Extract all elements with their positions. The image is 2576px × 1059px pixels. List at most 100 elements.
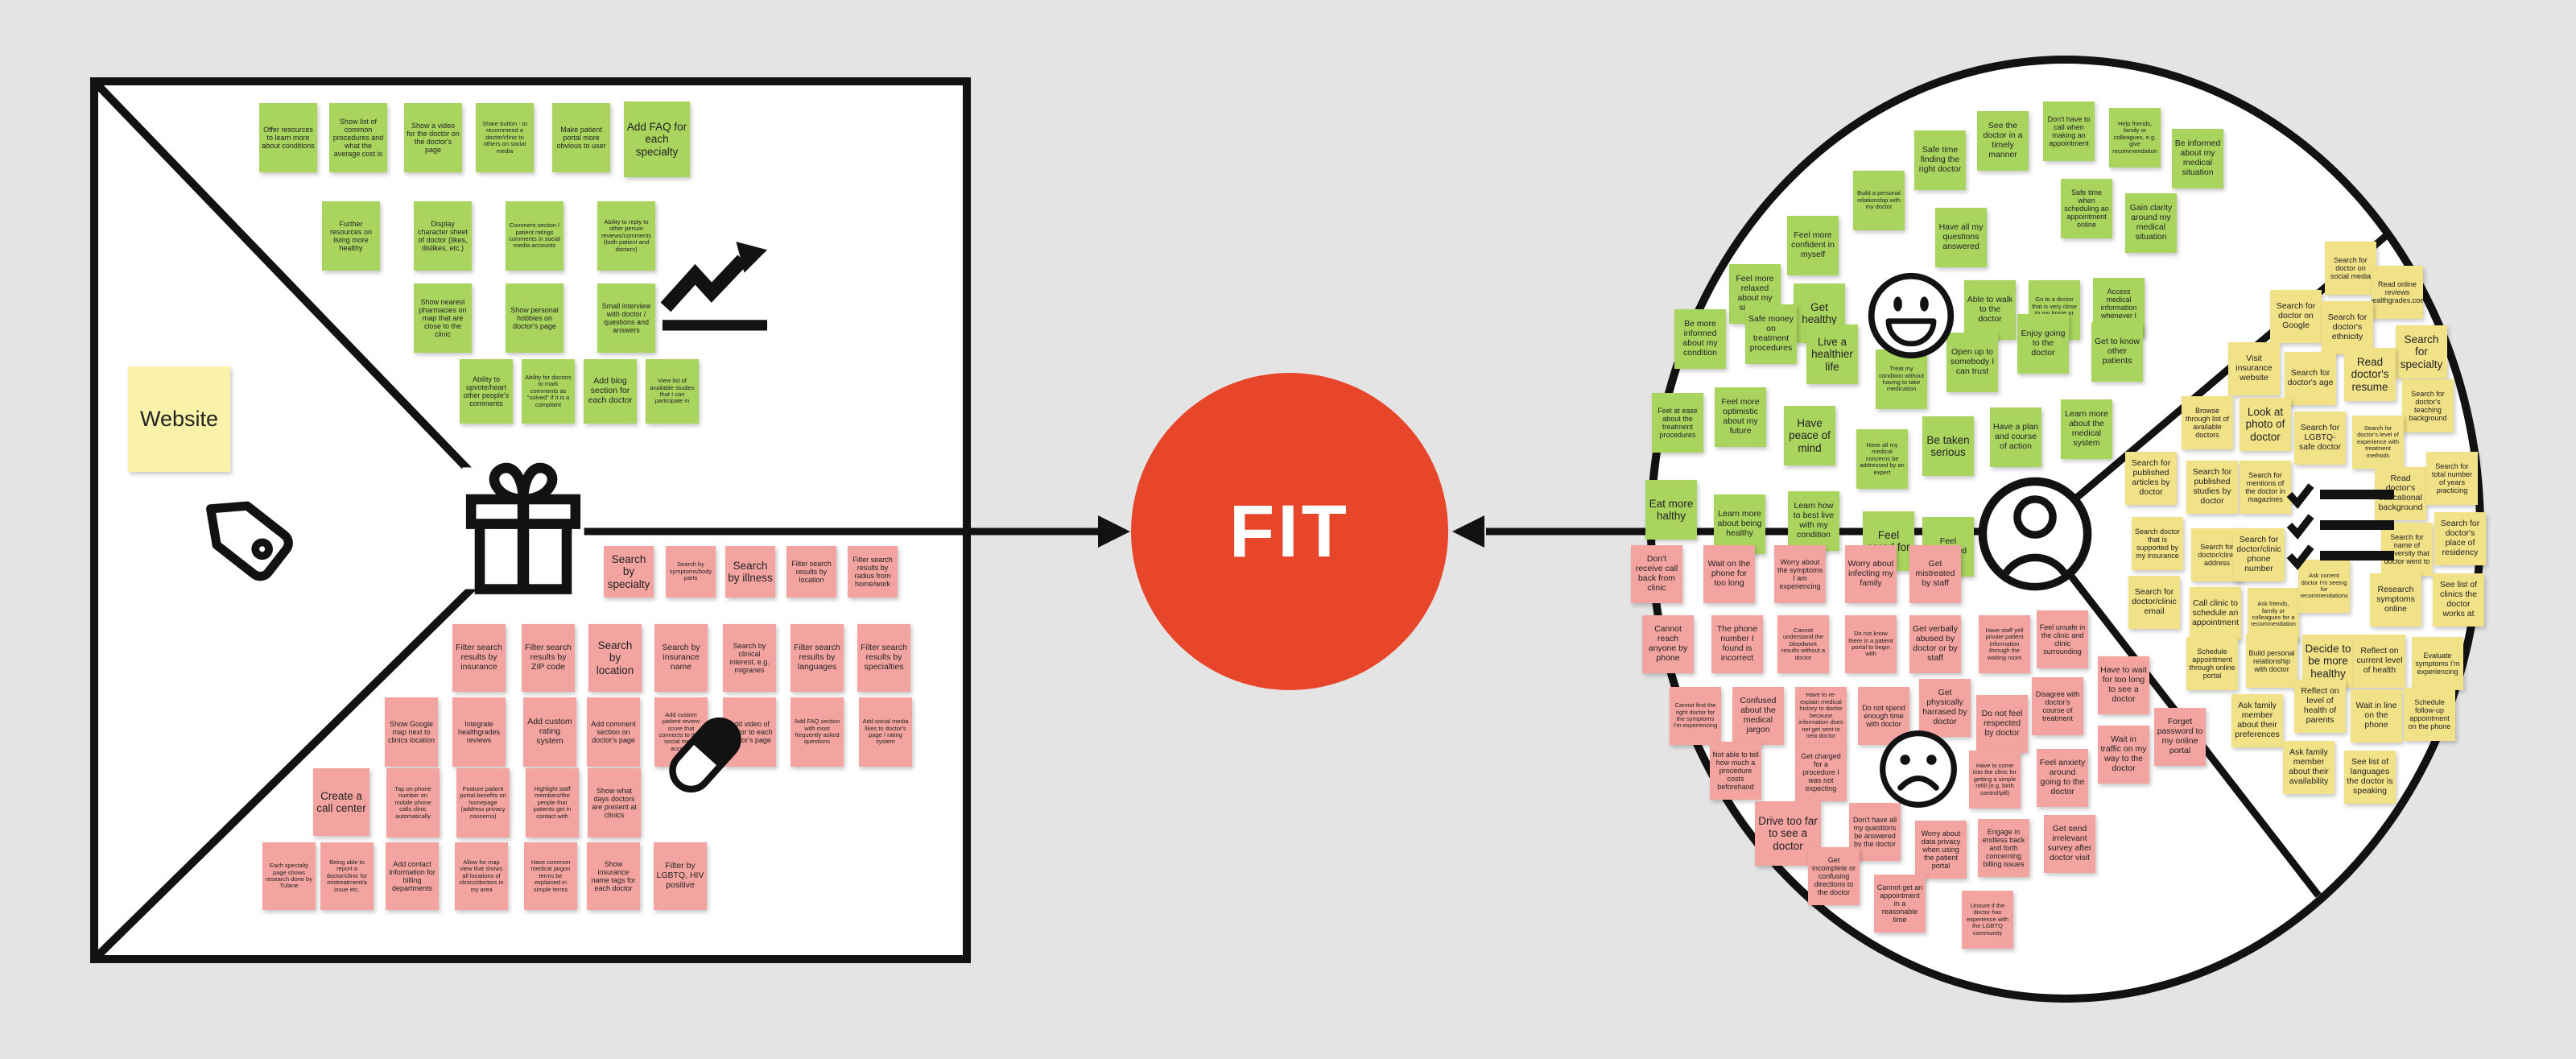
customer-gain-note[interactable]: Learn more about the medical system (2061, 399, 2112, 459)
value-map-pain-reliever-note[interactable]: Tap on phone number on mobile phone call… (386, 768, 440, 838)
customer-pain-note[interactable]: Unsure if the doctor has experience with… (1962, 891, 2013, 949)
customer-job-note[interactable]: Research symptoms online (2370, 573, 2421, 627)
customer-gain-note[interactable]: Build a personal relationship with my do… (1853, 171, 1905, 230)
customer-job-note[interactable]: Visit insurance website (2228, 342, 2280, 395)
value-map-pain-reliever-note[interactable]: Search by illness (725, 546, 775, 598)
customer-gain-note[interactable]: Safe time when scheduling an appointment… (2061, 179, 2112, 238)
customer-job-note[interactable]: Search doctor that is supported by my in… (2132, 517, 2183, 570)
customer-job-note[interactable]: Search for doctor/clinic phone number (2233, 528, 2285, 581)
customer-gain-note[interactable]: Have all my questions answered (1935, 208, 1987, 267)
customer-job-note[interactable]: Reflect on current level of health (2354, 635, 2405, 688)
customer-pain-note[interactable]: Don't receive call back from clinic (1631, 545, 1682, 603)
customer-pain-note[interactable]: Get charged for a procedure I was not ex… (1795, 743, 1847, 801)
smiley-face-icon[interactable] (1864, 269, 1958, 362)
customer-gain-note[interactable]: Safe time finding the right doctor (1914, 130, 1966, 190)
value-map-gain-creator-note[interactable]: Share button - to recommend a doctor/cli… (476, 103, 534, 172)
customer-job-note[interactable]: Schedule follow-up appointment on the ph… (2404, 688, 2455, 741)
customer-pain-note[interactable]: Get mistreated by staff (1909, 545, 1961, 603)
customer-gain-note[interactable]: Eat more halthy (1645, 480, 1697, 540)
customer-job-note[interactable]: Ask friends, family or colleagues for a … (2248, 588, 2299, 641)
customer-gain-note[interactable]: Safe money on treatment procedures (1745, 304, 1797, 364)
value-map-gain-creator-note[interactable]: Ability for doctors to mark comments as … (522, 359, 575, 424)
customer-job-note[interactable]: Search for mentions of the doctor in mag… (2240, 461, 2291, 514)
customer-gain-note[interactable]: Enjoy going to the doctor (2017, 314, 2069, 374)
customer-job-note[interactable]: Read doctor's resume (2344, 348, 2396, 401)
customer-pain-note[interactable]: Do not know there is a patient portal to… (1845, 615, 1897, 673)
customer-pain-note[interactable]: Get send irrelevant survey after doctor … (2044, 815, 2095, 873)
value-map-gain-creator-note[interactable]: Further resources on living more healthy (322, 201, 380, 271)
customer-pain-note[interactable]: Do not feel respected by doctor (1976, 695, 2028, 753)
customer-pain-note[interactable]: Feel anxiety around going to the doctor (2037, 749, 2088, 807)
gift-icon[interactable] (451, 456, 596, 601)
customer-pain-note[interactable]: Confused about the medical jargon (1732, 687, 1784, 745)
customer-gain-note[interactable]: Have peace of mind (1784, 406, 1835, 465)
value-map-gain-creator-note[interactable]: Show nearest pharmacies on map that are … (414, 283, 472, 353)
customer-job-note[interactable]: Search for doctor's teaching background (2402, 379, 2454, 432)
pill-icon[interactable] (665, 709, 745, 801)
customer-job-note[interactable]: Search for name of university that docto… (2381, 523, 2433, 576)
customer-job-note[interactable]: Search for doctor/clinic email (2128, 576, 2180, 629)
customer-pain-note[interactable]: Have to re-explain medical history to do… (1795, 687, 1847, 745)
value-map-gain-creator-note[interactable]: Comment section / patient ratings commen… (506, 201, 564, 271)
customer-pain-note[interactable]: Feel unsafe in the clinic and clinic sur… (2037, 610, 2088, 668)
value-map-pain-reliever-note[interactable]: Each specialty page shows research done … (262, 842, 316, 910)
customer-pain-note[interactable]: The phone number I found is incorrect (1711, 615, 1763, 673)
customer-pain-note[interactable]: Have staff yell private patient informat… (1979, 615, 2030, 673)
customer-pain-note[interactable]: Cannot reach anyone by phone (1642, 615, 1694, 673)
customer-job-note[interactable]: Search for total number of years practic… (2426, 452, 2478, 505)
customer-pain-note[interactable]: Worry about infecting my family (1845, 545, 1897, 603)
customer-job-note[interactable]: Search for specialty (2396, 325, 2447, 379)
customer-pain-note[interactable]: Forget password to my online portal (2154, 708, 2206, 766)
customer-gain-note[interactable]: Have all my medical concerns be addresse… (1856, 429, 1908, 489)
customer-job-note[interactable]: Look at photo of doctor (2240, 398, 2291, 451)
value-map-pain-reliever-note[interactable]: Filter search results by specialties (857, 624, 910, 692)
value-map-gain-creator-note[interactable]: Show personal hobbies on doctor's page (506, 283, 564, 353)
value-map-pain-reliever-note[interactable]: Search by location (588, 624, 642, 692)
customer-gain-note[interactable]: Open up to somebody I can trust (1946, 333, 1998, 392)
customer-job-note[interactable]: Search for published articles by doctor (2125, 452, 2177, 505)
customer-job-note[interactable]: Reflect on level of health of parents (2294, 680, 2346, 733)
customer-job-note[interactable]: See list of clinics the doctor works at (2433, 573, 2484, 627)
customer-job-note[interactable]: Ask family member about their preference… (2231, 694, 2283, 747)
value-map-gain-creator-note[interactable]: Show a video for the doctor on the docto… (404, 103, 462, 172)
customer-job-note[interactable]: Read online reviews (healthgrades.com) (2372, 266, 2423, 319)
customer-pain-note[interactable]: Cannot understand the bloodwork results … (1777, 615, 1829, 673)
customer-job-note[interactable]: Search for doctor's level of experience … (2352, 416, 2404, 469)
customer-job-note[interactable]: Browse through list of available doctors (2182, 396, 2233, 449)
value-map-pain-reliever-note[interactable]: Add FAQ section with most frequently ask… (791, 697, 844, 767)
value-map-pain-reliever-note[interactable]: Filter by LGBTQ, HIV positive (654, 842, 707, 910)
value-map-gain-creator-note[interactable]: Display character sheet of doctor (likes… (414, 201, 472, 271)
customer-job-note[interactable]: See list of languages the doctor is spea… (2344, 751, 2396, 804)
customer-gain-note[interactable]: Gain clarity around my medical situation (2125, 193, 2177, 253)
value-map-gain-creator-note[interactable]: Ability to reply to other person reviews… (597, 201, 655, 271)
value-map-pain-reliever-note[interactable]: Add custom rating system (523, 697, 576, 767)
value-map-gain-creator-note[interactable]: Offer resources to learn more about cond… (259, 103, 317, 172)
customer-job-note[interactable]: Schedule appointment through online port… (2186, 637, 2238, 690)
customer-gain-note[interactable]: Be informed about my medical situation (2172, 129, 2223, 188)
customer-job-note[interactable]: Search for published studies by doctor (2186, 461, 2238, 514)
fit-circle[interactable]: FIT (1131, 373, 1448, 690)
customer-pain-note[interactable]: Drive too far to see a doctor (1755, 801, 1821, 866)
value-map-gain-creator-note[interactable]: Make patient portal more obvious to user (552, 103, 610, 172)
customer-pain-note[interactable]: Wait in traffic on my way to the doctor (2098, 726, 2149, 784)
value-map-pain-reliever-note[interactable]: Filter search results by location (786, 546, 836, 598)
value-map-pain-reliever-note[interactable]: Add contact information for billing depa… (386, 842, 439, 910)
value-map-pain-reliever-note[interactable]: Create a call center (313, 768, 369, 836)
customer-gain-note[interactable]: Help friends, family or colleagues, e.g.… (2109, 108, 2161, 168)
value-map-pain-reliever-note[interactable]: Search by insurance name (654, 624, 708, 692)
value-map-gain-creator-note[interactable]: View list of available studies that I ca… (646, 359, 699, 424)
customer-job-note[interactable]: Search for doctor on social media (2325, 242, 2376, 295)
customer-gain-note[interactable]: Feel at ease about the treatment procedu… (1652, 393, 1703, 453)
customer-job-note[interactable]: Wait in line on the phone (2351, 689, 2402, 743)
value-map-pain-reliever-note[interactable]: Allow for map view that shows all locati… (455, 842, 508, 910)
value-map-pain-reliever-note[interactable]: Show what days doctors are present at cl… (588, 768, 641, 838)
person-icon[interactable] (1967, 466, 2103, 602)
customer-job-note[interactable]: Call clinic to schedule an appointment (2190, 587, 2241, 640)
customer-job-note[interactable]: Ask family member about their availabili… (2283, 741, 2334, 794)
checklist-icon[interactable] (2286, 483, 2399, 570)
customer-pain-note[interactable]: Get physically harrased by doctor (1919, 679, 1971, 737)
customer-gain-note[interactable]: Be more informed about my condition (1674, 309, 1726, 369)
customer-job-note[interactable]: Search for doctor's place of residency (2434, 512, 2486, 565)
customer-gain-note[interactable]: Have a plan and course of action (1990, 407, 2041, 467)
value-map-pain-reliever-note[interactable]: Search by clinical interest, e.g. migran… (723, 624, 776, 692)
